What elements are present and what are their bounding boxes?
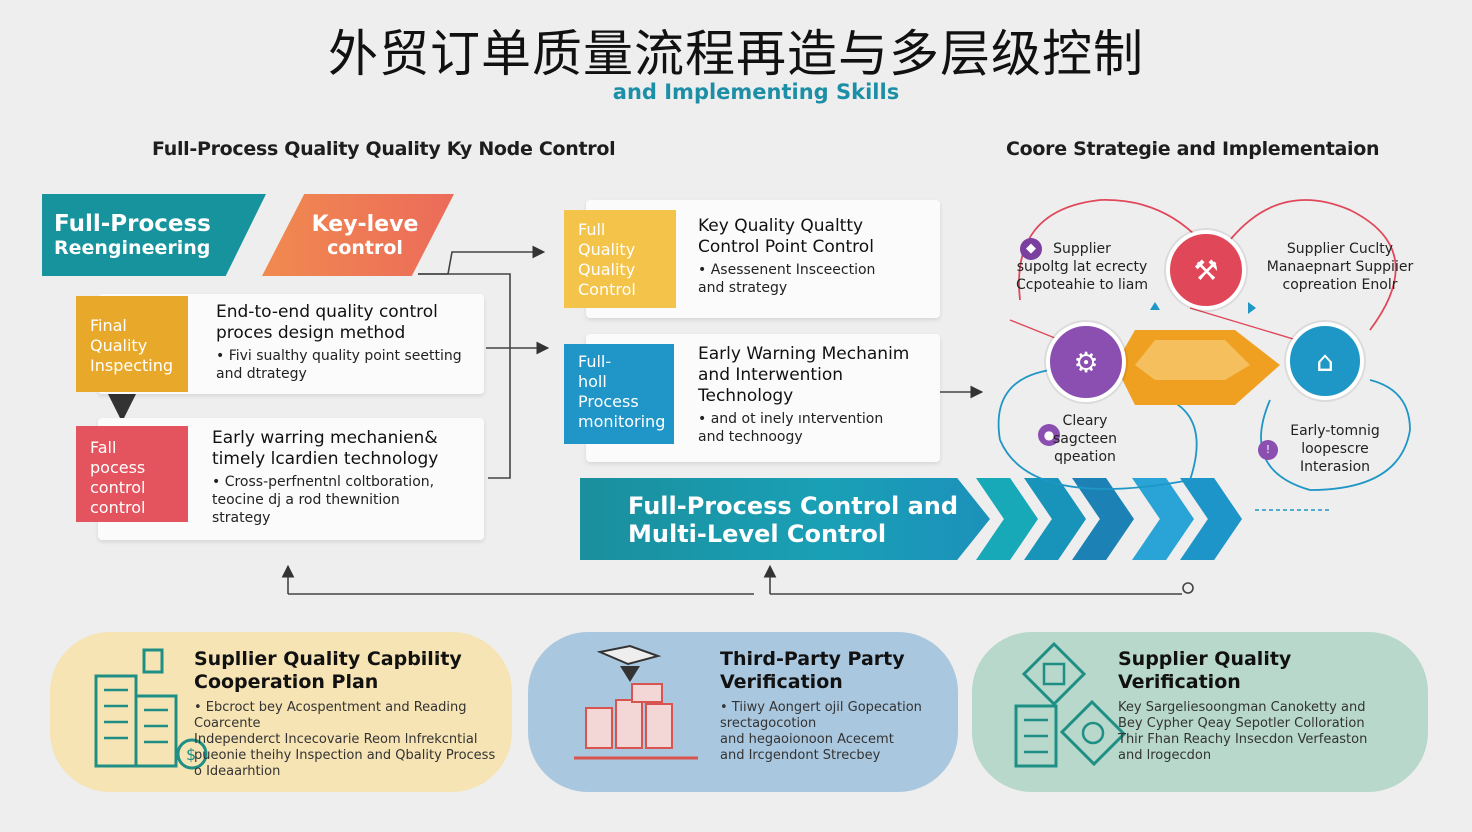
network-arrowhead xyxy=(1248,302,1256,314)
alert-icon: ! xyxy=(1258,440,1278,460)
card-title: End-to-end quality control proces design… xyxy=(216,302,438,343)
bottom-card-body: • Tiiwy Aongert ojil Gopecation srectago… xyxy=(720,700,922,763)
network-label: Supplier Cuclty Manaepnart Suppiier copr… xyxy=(1266,241,1414,293)
card-end-to-end: End-to-end quality control proces design… xyxy=(98,294,484,394)
bottom-card-title: Supplier Quality Verification xyxy=(1118,648,1292,693)
tile-full-process-monitoring: Full- holl Process monitoring xyxy=(564,344,674,444)
columns-icon: ⌂ xyxy=(1286,322,1364,400)
page-title: 外贸订单质量流程再造与多层级控制 xyxy=(328,25,1144,83)
network-label: Cleary sagcteen qpeation xyxy=(1052,413,1118,465)
bottom-card-third-party: Third-Party Party Verification • Tiiwy A… xyxy=(528,632,958,792)
card-title: Early warring mechanien& timely lcardien… xyxy=(212,428,439,469)
banner-line: control xyxy=(327,236,403,259)
network-link xyxy=(1229,199,1397,331)
svg-text:$: $ xyxy=(186,745,196,764)
right-section-heading: Coore Strategie and Implementaion xyxy=(1006,138,1380,160)
banner-key-level: Key-leve control xyxy=(262,194,454,276)
card-bullet: • Fivi sualthy quality point seetting an… xyxy=(216,348,462,382)
factory-icon xyxy=(574,644,698,760)
tools-icon: ⚒ xyxy=(1166,230,1246,310)
bottom-card-supplier-capability: $ Supllier Quality Capbility Cooperation… xyxy=(50,632,512,792)
banner-line: Reengineering xyxy=(54,237,211,259)
network-arrowhead xyxy=(1150,302,1160,310)
bottom-card-supplier-verification: Supplier Quality Verification Key Sargel… xyxy=(972,632,1428,792)
full-process-arrow: Full-Process Control and Multi-Level Con… xyxy=(580,478,990,560)
network-link xyxy=(999,399,1198,490)
left-section-heading: Full-Process Quality Quality Ky Node Con… xyxy=(152,138,616,160)
network-label: Supplier supoltg lat ecrecty Ccpoteahie … xyxy=(1016,241,1148,293)
arrow-line: Full-Process Control and xyxy=(628,492,959,520)
card-bullet: • Asessenent Insceection and strategy xyxy=(698,262,876,296)
bottom-card-title: Supllier Quality Capbility Cooperation P… xyxy=(194,648,462,693)
tile-full-quality-control: Full Quality Quality Control xyxy=(564,210,676,308)
banner-line: Key-leve xyxy=(311,211,419,237)
network-center-inner xyxy=(1135,340,1250,380)
bottom-card-body: Key Sargeliesoongman Canoketty and Bey C… xyxy=(1118,700,1368,763)
tile-full-process-control: Fall pocess control control xyxy=(76,426,188,522)
bottom-card-title: Third-Party Party Verification xyxy=(720,648,905,693)
machine-icon: ⚙ xyxy=(1046,322,1126,402)
network-label: Early-tomnig loopescre Interasion xyxy=(1290,423,1380,475)
banner-line: Full-Process xyxy=(54,211,211,237)
document-building-icon xyxy=(1014,641,1127,768)
page-subtitle: and Implementing Skills xyxy=(612,80,900,104)
card-bullet: • Cross-perfnentnl coltboration, teocine… xyxy=(212,474,435,526)
banner-full-process: Full-Process Reengineering xyxy=(42,194,266,276)
shield-icon: ◆ xyxy=(1020,238,1042,260)
bottom-card-body: • Ebcroct bey Acospentment and Reading C… xyxy=(194,700,496,779)
card-title: Early Warning Mechanim and Interwention … xyxy=(698,344,910,406)
card-bullet: • and ot inely ıntervention and technoog… xyxy=(698,411,884,445)
building-icon: $ xyxy=(94,648,208,770)
clock-icon: ● xyxy=(1038,424,1060,446)
card-title: Key Quality Qualtty Control Point Contro… xyxy=(698,216,874,257)
arrow-line: Multi-Level Control xyxy=(628,520,887,548)
tile-final-quality: Final Quality Inspecting xyxy=(76,296,188,392)
